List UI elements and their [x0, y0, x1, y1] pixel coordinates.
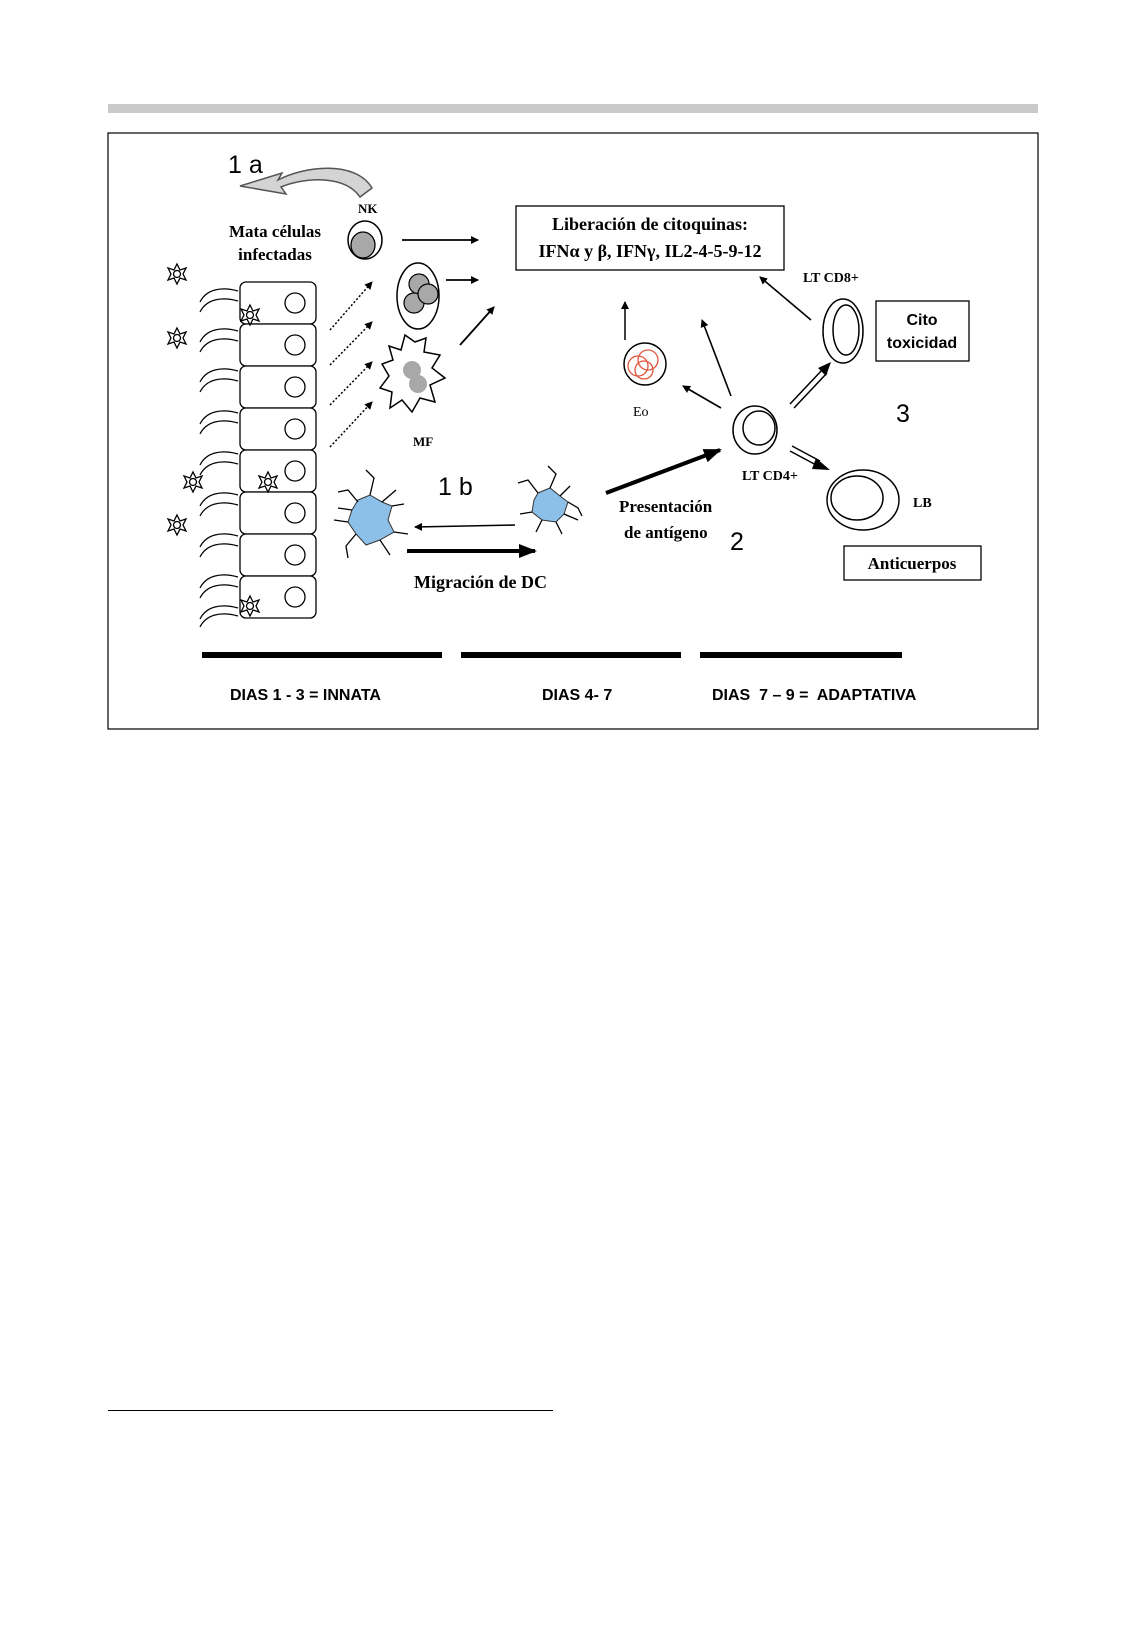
cd4-to-cd8-double-arrow	[789, 362, 831, 409]
virus-icon	[239, 303, 261, 327]
lt-cd8-label: LT CD8+	[803, 271, 859, 286]
dc-migration-label: Migración de DC	[414, 572, 547, 592]
kill-infected-line1: Mata células	[229, 222, 321, 241]
cytotoxicity-box	[875, 300, 970, 362]
lt-cd4-cell	[732, 405, 778, 455]
figure-frame	[107, 132, 1039, 730]
phase-bar-intermediate	[461, 652, 681, 658]
virus-icon	[166, 326, 188, 350]
dotted-arrow	[329, 281, 373, 331]
dotted-arrow	[329, 361, 373, 406]
step-3-label: 3	[896, 400, 910, 428]
cytokine-line2: IFNα y β, IFNγ, IL2-4-5-9-12	[539, 241, 762, 261]
mf-label: MF	[413, 434, 433, 449]
epithelial-cells	[239, 281, 317, 619]
cytokine-line1: Liberación de citoquinas:	[552, 214, 748, 234]
dotted-arrow	[329, 401, 373, 448]
virus-icons	[166, 262, 279, 618]
lb-cell	[826, 469, 900, 531]
phase-bar-adaptive	[700, 652, 902, 658]
return-arrow	[414, 522, 516, 531]
cytotoxicity-line1: Cito	[906, 312, 937, 329]
virus-icon	[239, 594, 261, 618]
eosinophil	[623, 342, 667, 386]
antibodies-box	[843, 545, 982, 581]
cilia	[199, 288, 239, 628]
eo-label: Eo	[633, 405, 649, 420]
virus-icon	[257, 470, 279, 494]
phase-intermediate-label: DIAS 4- 7	[542, 687, 612, 704]
phase-adaptive-label: DIAS 7 – 9 = ADAPTATIVA	[712, 687, 917, 704]
virus-icon	[182, 470, 204, 494]
virus-icon	[166, 513, 188, 537]
dendritic-cell-tissue	[333, 469, 409, 559]
immune-response-diagram: 1 a NK Mata células infectadas MF	[107, 132, 1039, 730]
granulocyte	[396, 262, 440, 330]
step-1a-label: 1 a	[228, 151, 263, 179]
phase-bar-innate	[202, 652, 442, 658]
cd4-to-eo-arrow	[682, 385, 722, 409]
epithelial-cell	[239, 575, 317, 619]
virus-icon	[166, 262, 188, 286]
lb-label: LB	[913, 496, 932, 511]
nk-cell	[347, 220, 383, 260]
lt-cd4-label: LT CD4+	[742, 469, 798, 484]
curved-arrow	[239, 167, 373, 199]
lt-cd8-cell	[822, 298, 864, 364]
macrophage	[378, 333, 447, 414]
kill-infected-line2: infectadas	[238, 245, 312, 264]
step-1b-label: 1 b	[438, 473, 473, 501]
presentation-arrow	[605, 448, 722, 495]
step-2-label: 2	[730, 528, 744, 556]
footnote-rule	[108, 1410, 553, 1411]
presentation-line2: de antígeno	[624, 523, 708, 542]
nk-label: NK	[358, 201, 378, 216]
macrophage-to-cytokine-arrow	[459, 306, 495, 346]
dendritic-cell-migrating	[517, 465, 583, 535]
top-rule	[108, 104, 1038, 113]
cd8-to-cytokine-arrow	[759, 276, 812, 321]
cd4-to-lb-double-arrow	[789, 445, 830, 470]
dotted-arrow	[329, 321, 373, 366]
antibodies-label: Anticuerpos	[868, 554, 957, 573]
cd4-to-cytokine-arrow	[700, 319, 732, 397]
cytotoxicity-line2: toxicidad	[887, 335, 957, 352]
cytokine-box	[515, 205, 785, 271]
presentation-line1: Presentación	[619, 497, 713, 516]
phase-innate-label: DIAS 1 - 3 = INNATA	[230, 687, 381, 704]
